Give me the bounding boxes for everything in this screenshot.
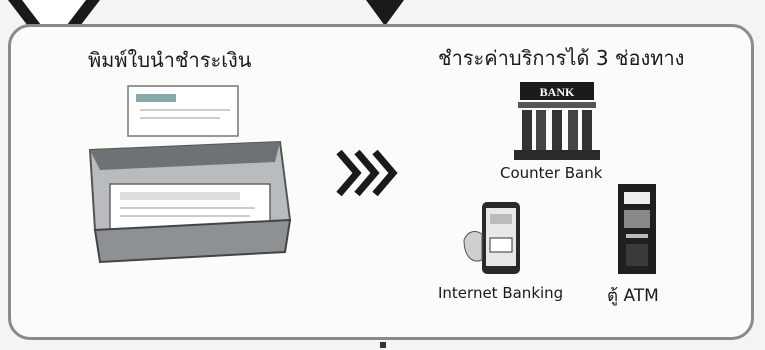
atm-label: ตู้ ATM bbox=[607, 286, 659, 306]
atm-machine-icon bbox=[618, 184, 656, 274]
location-marker-top bbox=[366, 0, 404, 26]
payment-channels-title: ชำระค่าบริการได้ 3 ช่องทาง bbox=[438, 46, 685, 70]
smartphone-icon bbox=[463, 202, 520, 274]
chevron-right-icon bbox=[336, 149, 398, 197]
counter-bank-label: Counter Bank bbox=[500, 164, 603, 182]
printer-icon bbox=[88, 85, 292, 264]
divider-dot bbox=[380, 342, 386, 348]
bank-sign: BANK bbox=[540, 85, 575, 99]
internet-banking-label: Internet Banking bbox=[438, 284, 564, 302]
bank-building-icon: BANK bbox=[514, 82, 600, 160]
print-bill-title: พิมพ์ใบนำชำระเงิน bbox=[88, 48, 252, 72]
